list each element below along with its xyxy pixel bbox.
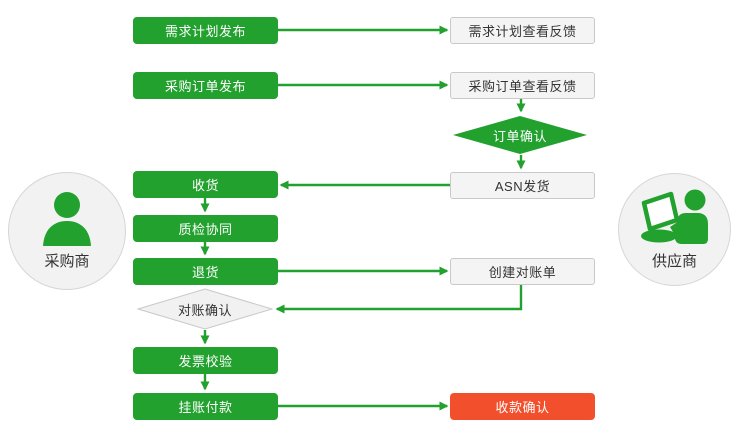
node-receive-goods: 收货 [133,171,278,198]
supplier-label: 供应商 [651,252,697,270]
node-return-goods: 退货 [133,258,278,285]
node-demand-plan-publish: 需求计划发布 [133,17,278,44]
node-po-publish: 采购订单发布 [133,72,278,99]
node-label: 对账确认 [177,302,232,318]
diamond-shape [137,288,273,330]
diamond-shape [453,116,587,154]
node-book-payment: 挂账付款 [133,393,278,420]
node-statement-confirm: 对账确认 [137,288,273,330]
node-po-feedback: 采购订单查看反馈 [450,72,595,99]
edge-statement-to-confirm [275,285,523,314]
node-create-statement: 创建对账单 [450,258,595,285]
node-quality-collab: 质检协同 [133,215,278,242]
node-order-confirm: 订单确认 [452,115,588,155]
node-asn-ship: ASN发货 [450,172,595,199]
supplier-actor: 供应商 [618,173,731,286]
buyer-label: 采购商 [44,253,90,270]
buyer-actor: 采购商 [8,172,126,290]
node-invoice-check: 发票校验 [133,347,278,374]
node-demand-plan-feedback: 需求计划查看反馈 [450,17,595,44]
node-receipt-confirm: 收款确认 [450,393,595,420]
supplier-laptop-person-icon [640,189,710,247]
buyer-person-icon [40,191,94,247]
node-label: 订单确认 [492,128,547,144]
